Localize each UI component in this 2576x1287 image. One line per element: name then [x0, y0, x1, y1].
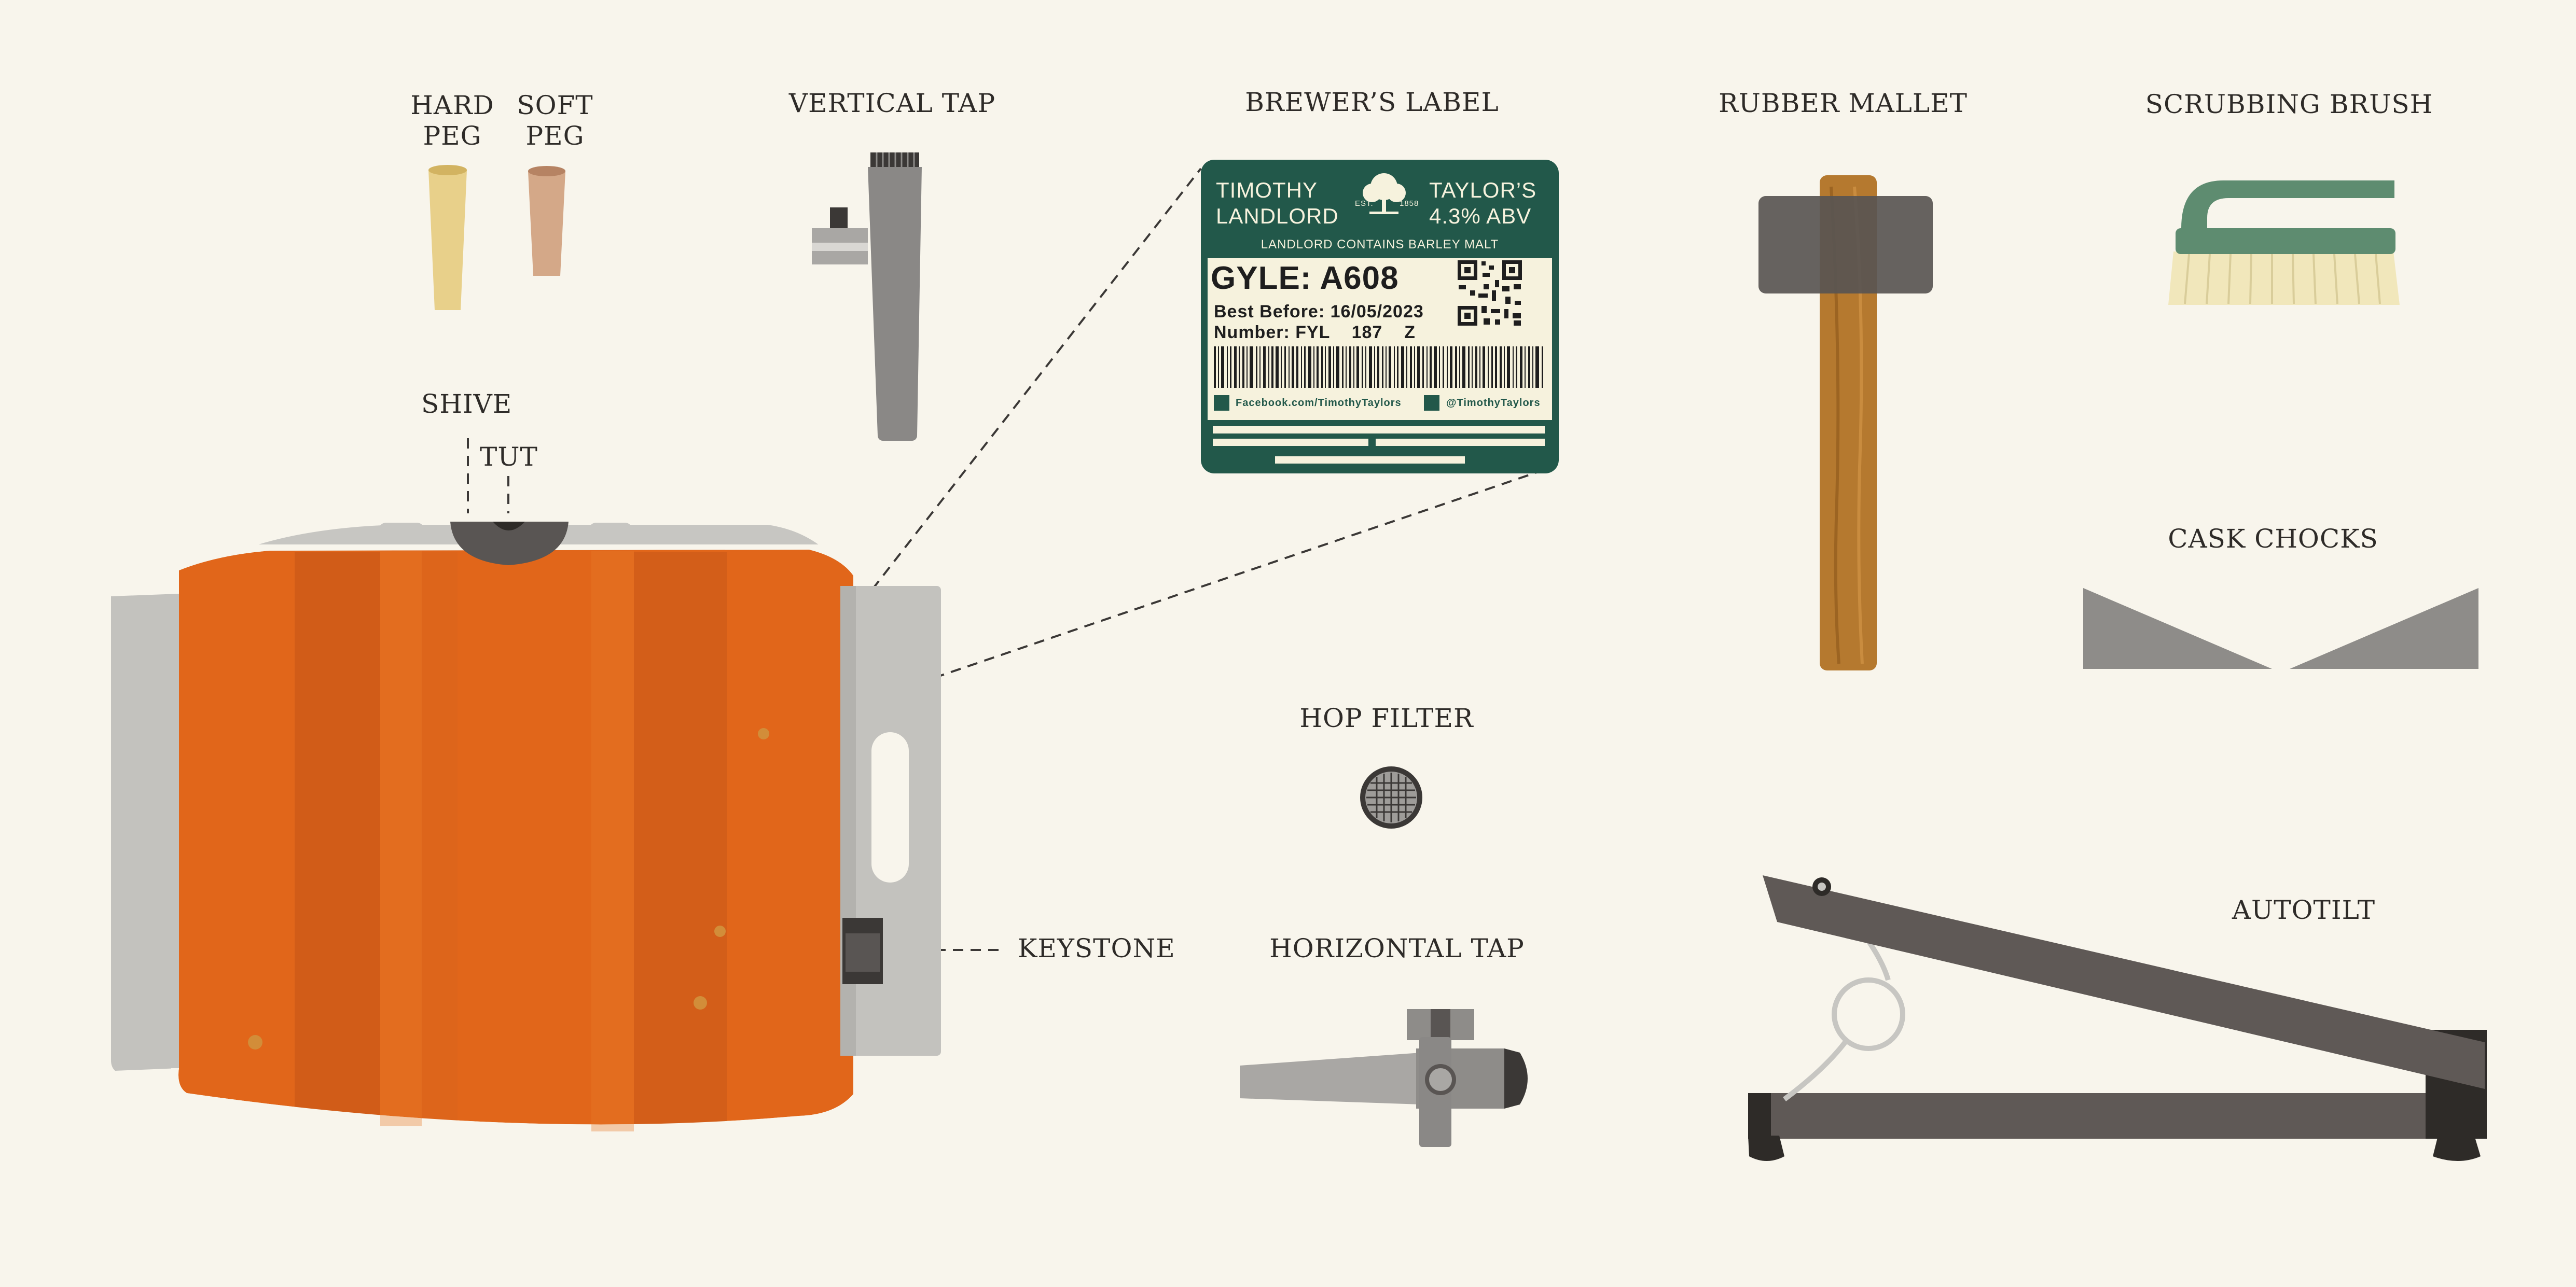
qr-code-icon [1457, 259, 1523, 327]
card-number: Number: FYL 187 Z [1214, 323, 1416, 342]
card-twitter: @TimothyTaylors [1446, 397, 1541, 409]
hop-filter-label: HOP FILTER [1299, 703, 1474, 733]
cask-chocks-label: CASK CHOCKS [2168, 524, 2378, 554]
card-allergen: LANDLORD CONTAINS BARLEY MALT [1261, 237, 1499, 251]
autotilt [1748, 875, 2487, 1161]
vertical-tap [812, 152, 922, 441]
soft-peg-label-line2: PEG [525, 121, 585, 151]
twitter-icon [1424, 395, 1439, 411]
horizontal-tap-label: HORIZONTAL TAP [1269, 933, 1525, 963]
barcode-bars [1214, 346, 1543, 388]
card-brand-left: TIMOTHY LANDLORD [1216, 177, 1339, 229]
card-brand-right-line1: TAYLOR’S [1429, 178, 1537, 202]
card-brand-left-line1: TIMOTHY [1216, 178, 1318, 202]
brewers-label-card [1201, 160, 1559, 473]
cask-chocks [2083, 588, 2478, 669]
scrubbing-brush-label: SCRUBBING BRUSH [2145, 89, 2433, 119]
card-best-before: Best Before: 16/05/2023 [1214, 302, 1424, 321]
hard-peg [428, 165, 467, 310]
hard-peg-label-line1: HARD [410, 90, 494, 120]
card-abv: 4.3% ABV [1429, 203, 1532, 228]
facebook-icon [1214, 395, 1229, 411]
card-brand-left-line2: LANDLORD [1216, 203, 1339, 228]
tree-emblem-icon [1363, 173, 1406, 214]
hop-filter [1360, 766, 1422, 829]
soft-peg-label-line1: SOFT [517, 90, 593, 120]
keystone-label: KEYSTONE [1018, 933, 1175, 963]
horizontal-tap [1240, 1009, 1528, 1147]
card-year: 1858 [1400, 199, 1419, 208]
card-brand-right: TAYLOR’S 4.3% ABV [1429, 177, 1536, 229]
cask [111, 522, 941, 1141]
soft-peg [528, 166, 565, 276]
autotilt-label: AUTOTILT [2232, 895, 2376, 925]
tut-label: TUT [480, 442, 538, 472]
vertical-tap-label: VERTICAL TAP [788, 88, 996, 118]
soft-peg-label: SOFT PEG [517, 90, 593, 151]
shive-label: SHIVE [421, 389, 513, 419]
card-gyle: GYLE: A608 [1211, 260, 1399, 296]
hard-peg-label-line2: PEG [423, 121, 482, 151]
brewers-label-title: BREWER’S LABEL [1245, 87, 1499, 117]
leader-lines [467, 167, 1546, 951]
card-est: EST. [1355, 199, 1374, 208]
rubber-mallet-label: RUBBER MALLET [1719, 88, 1968, 118]
card-facebook: Facebook.com/TimothyTaylors [1236, 397, 1402, 409]
scrubbing-brush [2168, 180, 2400, 305]
rubber-mallet [1758, 175, 1933, 670]
hard-peg-label: HARD PEG [410, 90, 494, 151]
